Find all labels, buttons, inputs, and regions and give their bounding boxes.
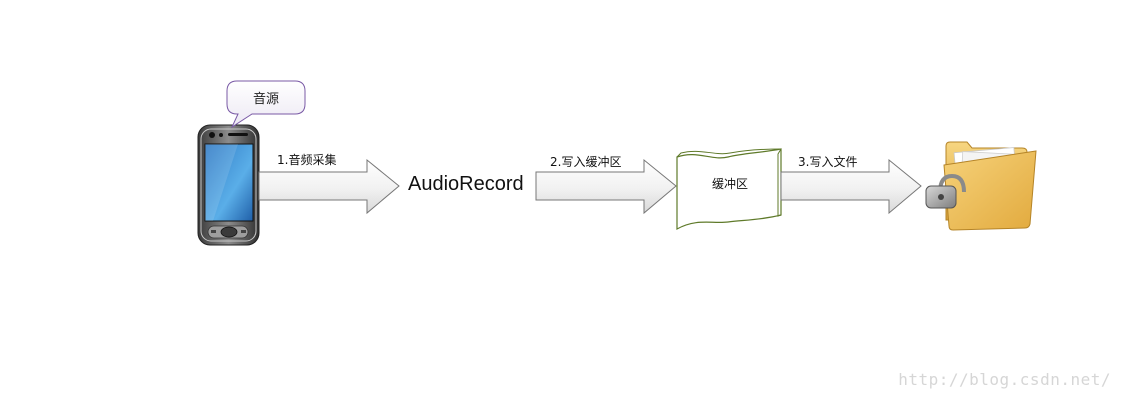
step-write-buffer-label: 2.写入缓冲区: [550, 155, 622, 169]
arrow-capture: [258, 158, 400, 215]
buffer-node-label: 缓冲区: [711, 177, 748, 191]
audiorecord-node: AudioRecord: [408, 173, 524, 195]
source-callout-label: 音源: [252, 91, 279, 107]
locked-folder-icon: [925, 141, 1037, 231]
step-capture-label: 1.音频采集: [277, 153, 337, 167]
watermark: http://blog.csdn.net/: [898, 370, 1111, 389]
arrow-write-file: [780, 158, 922, 215]
buffer-shape: [676, 148, 782, 231]
smartphone-icon: [197, 124, 260, 246]
source-callout: [226, 80, 306, 129]
arrow-write-buffer: [535, 158, 677, 215]
step-write-file-label: 3.写入文件: [798, 155, 858, 169]
